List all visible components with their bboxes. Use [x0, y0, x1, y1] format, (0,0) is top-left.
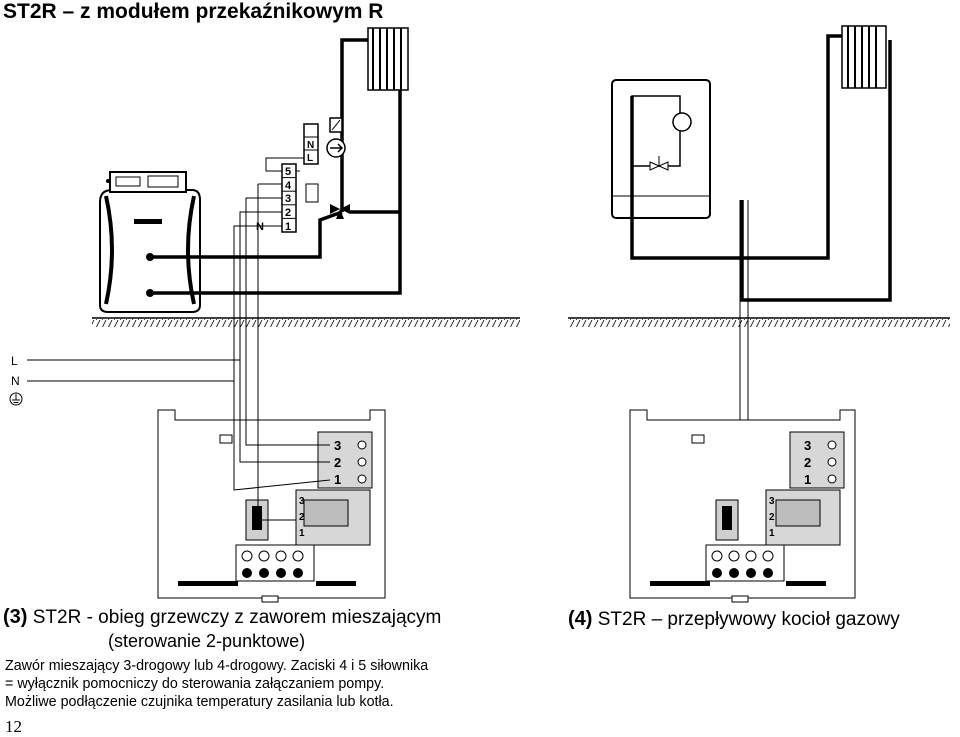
actuator-neutral-label: N — [256, 221, 264, 233]
caption-3-line-1: Zawór mieszający 3-drogowy lub 4-drogowy… — [5, 658, 429, 674]
actuator-terminal-5: 5 — [285, 166, 291, 178]
controller-left-lower-1: 1 — [299, 528, 305, 539]
pump-neutral-label: N — [307, 140, 314, 151]
controller-right-upper-3: 3 — [804, 438, 811, 453]
controller-right-lower-2: 2 — [769, 512, 775, 523]
caption-3-title-text: ST2R - obieg grzewczy z zaworem mieszają… — [32, 607, 442, 628]
controller-left-upper-2: 2 — [334, 455, 341, 470]
pump-icon — [326, 117, 346, 158]
controller-right-lower-1: 1 — [769, 528, 775, 539]
gas-boiler-unit — [611, 79, 711, 219]
caption-3-title: (3) ST2R - obieg grzewczy z zaworem mies… — [3, 606, 441, 629]
actuator-wires — [233, 157, 304, 420]
controller-left-wires — [233, 184, 331, 521]
actuator-terminal-1: 1 — [285, 221, 291, 233]
actuator-terminal-2: 2 — [285, 207, 291, 219]
caption-3-subtitle: (sterowanie 2-punktowe) — [108, 631, 306, 651]
controller-left-upper-3: 3 — [334, 438, 341, 453]
controller-left-upper-1: 1 — [334, 472, 341, 487]
actuator-terminal-3: 3 — [285, 193, 291, 205]
controller-right-upper-1: 1 — [804, 472, 811, 487]
radiator-right — [841, 25, 887, 89]
mains-neutral-label: N — [11, 374, 20, 388]
controller-right-lower-3: 3 — [769, 496, 775, 507]
ground-right — [568, 317, 950, 327]
caption-3-number: (3) — [3, 606, 28, 628]
caption-3-body: Zawór mieszający 3-drogowy lub 4-drogowy… — [5, 657, 428, 711]
page-heading: ST2R – z modułem przekaźnikowym R — [3, 0, 384, 23]
pump-line-label: L — [307, 153, 313, 164]
controller-left-lower-2: 2 — [299, 512, 305, 523]
mains-line-label: L — [11, 354, 18, 368]
actuator-terminal-4: 4 — [285, 180, 292, 192]
caption-3-line-3: Możliwe podłączenie czujnika temperatury… — [5, 694, 394, 710]
radiator-left — [367, 27, 409, 91]
caption-4-title: (4) ST2R – przepływowy kocioł gazowy — [568, 608, 900, 631]
gas-boiler-pipes — [630, 34, 892, 302]
caption-4-number: (4) — [568, 608, 593, 630]
controller-left-lower-3: 3 — [299, 496, 305, 507]
earth-icon — [9, 392, 23, 406]
ground-left — [92, 317, 520, 327]
actuator-terminal-block — [281, 123, 319, 233]
mixing-valve-icon — [330, 204, 350, 219]
page-number: 12 — [5, 717, 22, 736]
controller-right — [629, 409, 856, 603]
mains-wires — [27, 359, 240, 382]
caption-3-line-2: = wyłącznik pomocniczy do sterowania zał… — [5, 676, 385, 692]
controller-left — [157, 409, 386, 603]
boiler-unit — [99, 171, 201, 313]
caption-4-title-text: ST2R – przepływowy kocioł gazowy — [597, 609, 900, 630]
controller-right-upper-2: 2 — [804, 455, 811, 470]
